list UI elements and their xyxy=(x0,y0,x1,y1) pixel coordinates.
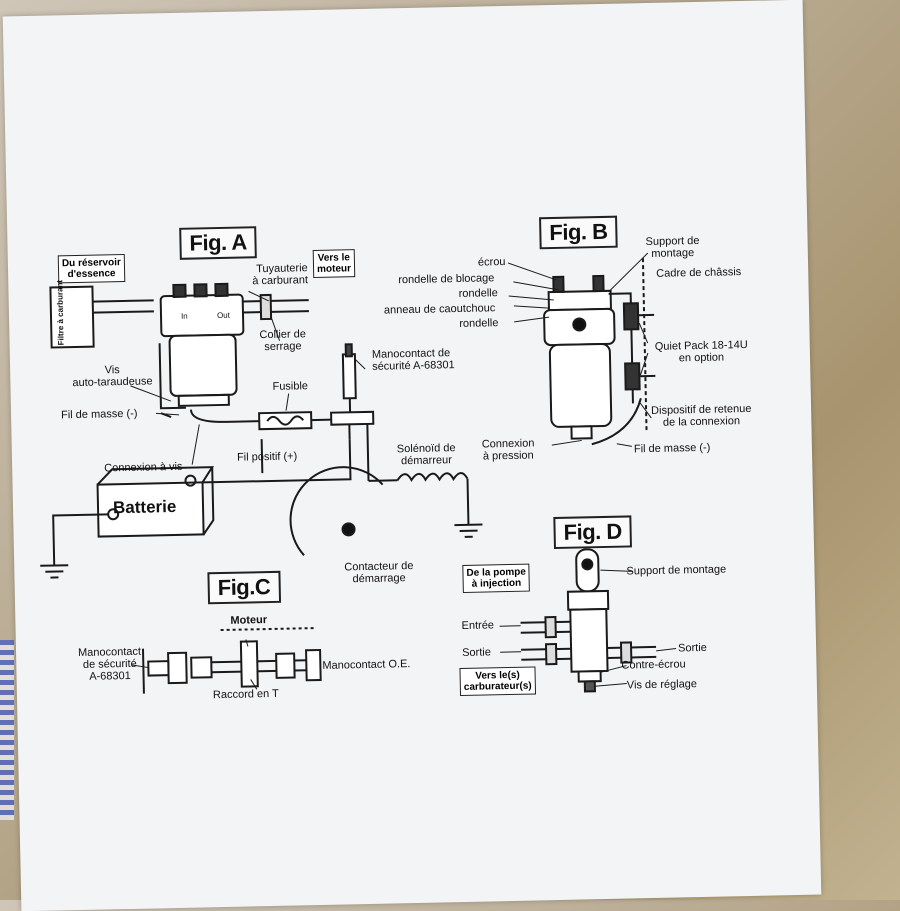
mount-label-b: Support de montage xyxy=(645,235,699,260)
nut-label: écrou xyxy=(478,256,506,269)
retainer-label: Dispositif de retenue de la connexion xyxy=(651,403,752,429)
to-engine-label: Vers le moteur xyxy=(313,249,355,278)
clamp-label: Collier de serrage xyxy=(259,328,306,353)
fig-a-title: Fig. A xyxy=(179,226,257,260)
quiet-pack-label: Quiet Pack 18-14U en option xyxy=(655,339,748,365)
lock-washer-label: rondelle de blocage xyxy=(398,272,494,286)
outlet-right-label: Sortie xyxy=(678,642,707,655)
lock-nut-label: Contre-écrou xyxy=(621,658,685,671)
fuel-line-label: Tuyauterie à carburant xyxy=(252,262,308,287)
ground-wire-label-a: Fil de masse (-) xyxy=(61,408,138,422)
washer1-label: rondelle xyxy=(459,287,498,300)
positive-wire-label: Fil positif (+) xyxy=(237,450,297,463)
washer2-label: rondelle xyxy=(459,317,498,330)
starter-contactor-label: Contacteur de démarrage xyxy=(344,560,414,585)
ground-wire-label-b: Fil de masse (-) xyxy=(634,442,711,456)
instruction-sheet: Fig. A Fig. B Fig.C Fig. D Du réservoir … xyxy=(3,0,822,911)
from-tank-label: Du réservoir d'essence xyxy=(58,254,125,283)
inlet-label: Entrée xyxy=(461,619,494,632)
press-connection-label: Connexion à pression xyxy=(482,437,535,462)
to-carburetor-label: Vers le(s) carburateur(s) xyxy=(459,666,535,696)
safety-switch-label-c: Manocontact de sécurité A-68301 xyxy=(78,646,142,683)
outlet-left-label: Sortie xyxy=(462,646,491,659)
oe-switch-label: Manocontact O.E. xyxy=(322,658,410,672)
fuse-label: Fusible xyxy=(272,380,308,393)
from-pump-label: De la pompe à injection xyxy=(462,564,530,593)
pump-in-label: In xyxy=(181,311,188,323)
screw-label: Vis auto-taraudeuse xyxy=(72,363,153,389)
battery-label: Batterie xyxy=(113,501,177,514)
tee-fitting-label: Raccord en T xyxy=(213,688,279,701)
blue-pattern-edge xyxy=(0,640,14,820)
starter-solenoid-label: Solénoïd de démarreur xyxy=(397,442,456,467)
fig-b-title: Fig. B xyxy=(539,216,618,250)
mount-label-d: Support de montage xyxy=(626,563,726,577)
fuel-filter-label: Filtre à carburant xyxy=(54,280,67,346)
rubber-ring-label: anneau de caoutchouc xyxy=(384,302,496,316)
engine-label: Moteur xyxy=(230,614,267,627)
fig-c-title: Fig.C xyxy=(207,571,280,605)
frame-label: Cadre de châssis xyxy=(656,266,741,280)
fig-d-title: Fig. D xyxy=(553,515,632,549)
pump-out-label: Out xyxy=(217,310,230,322)
screw-connection-label: Connexion à vis xyxy=(104,461,183,475)
adjust-screw-label: Vis de réglage xyxy=(627,678,697,691)
safety-switch-label: Manocontact de sécurité A-68301 xyxy=(372,347,455,373)
